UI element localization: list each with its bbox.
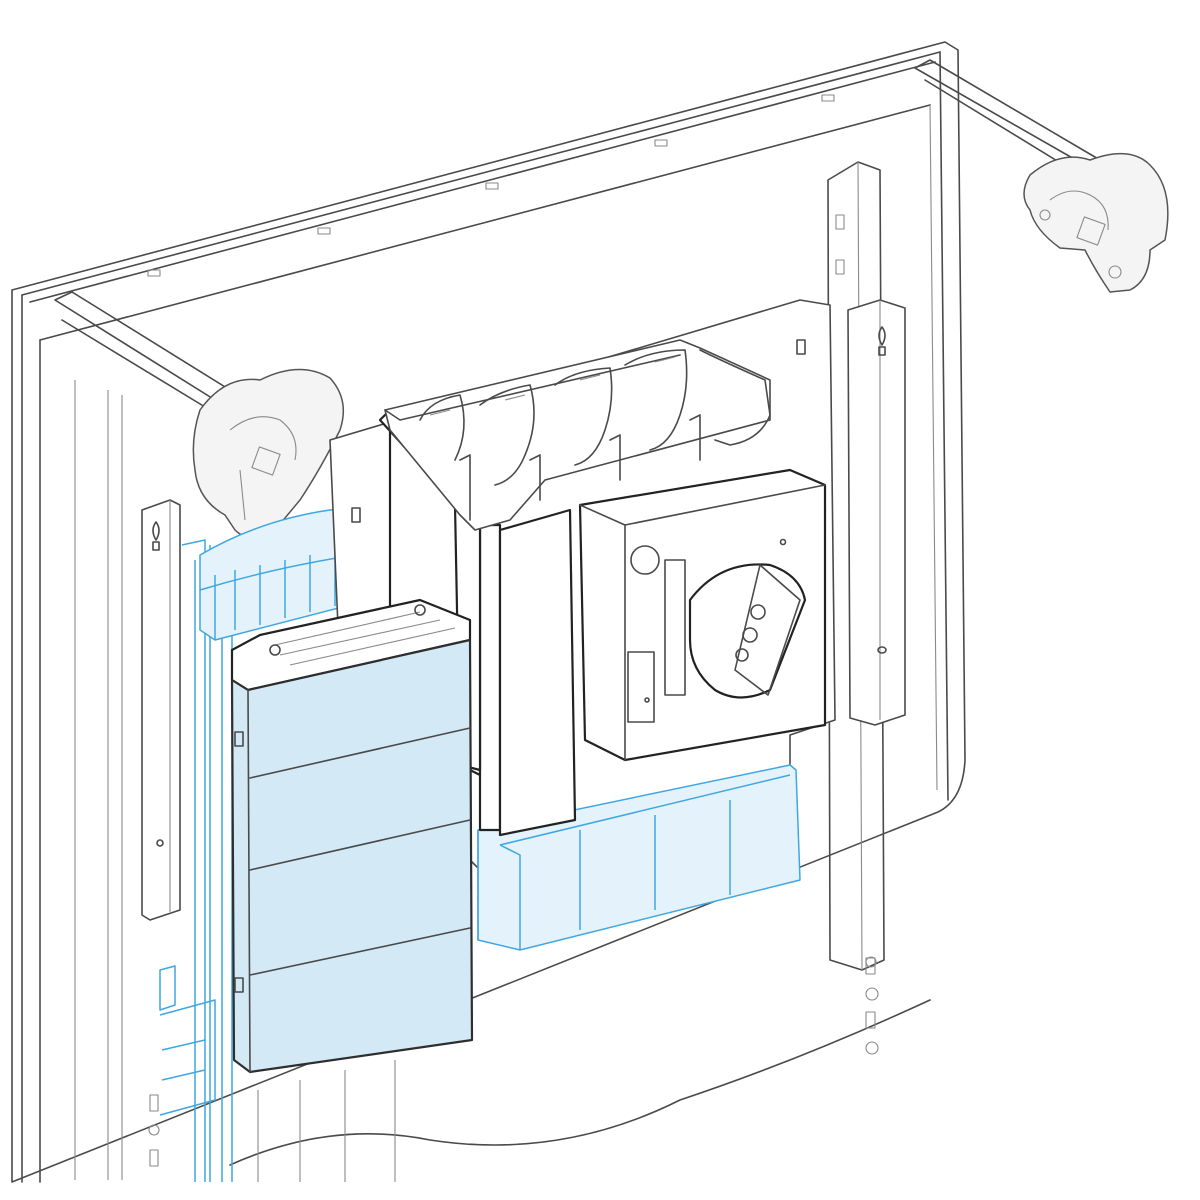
busbar-cover-lower (230, 638, 474, 1074)
top-hinge-bracket-right (914, 59, 1169, 293)
rotary-handle (688, 563, 807, 699)
right-mounting-upright (847, 299, 906, 726)
left-mounting-upright (141, 499, 181, 921)
terminal-shield-blue (477, 764, 801, 951)
top-hinge-bracket-left (54, 291, 345, 539)
enclosure-panel (11, 41, 966, 1183)
busbar-cover-upper (230, 598, 472, 692)
